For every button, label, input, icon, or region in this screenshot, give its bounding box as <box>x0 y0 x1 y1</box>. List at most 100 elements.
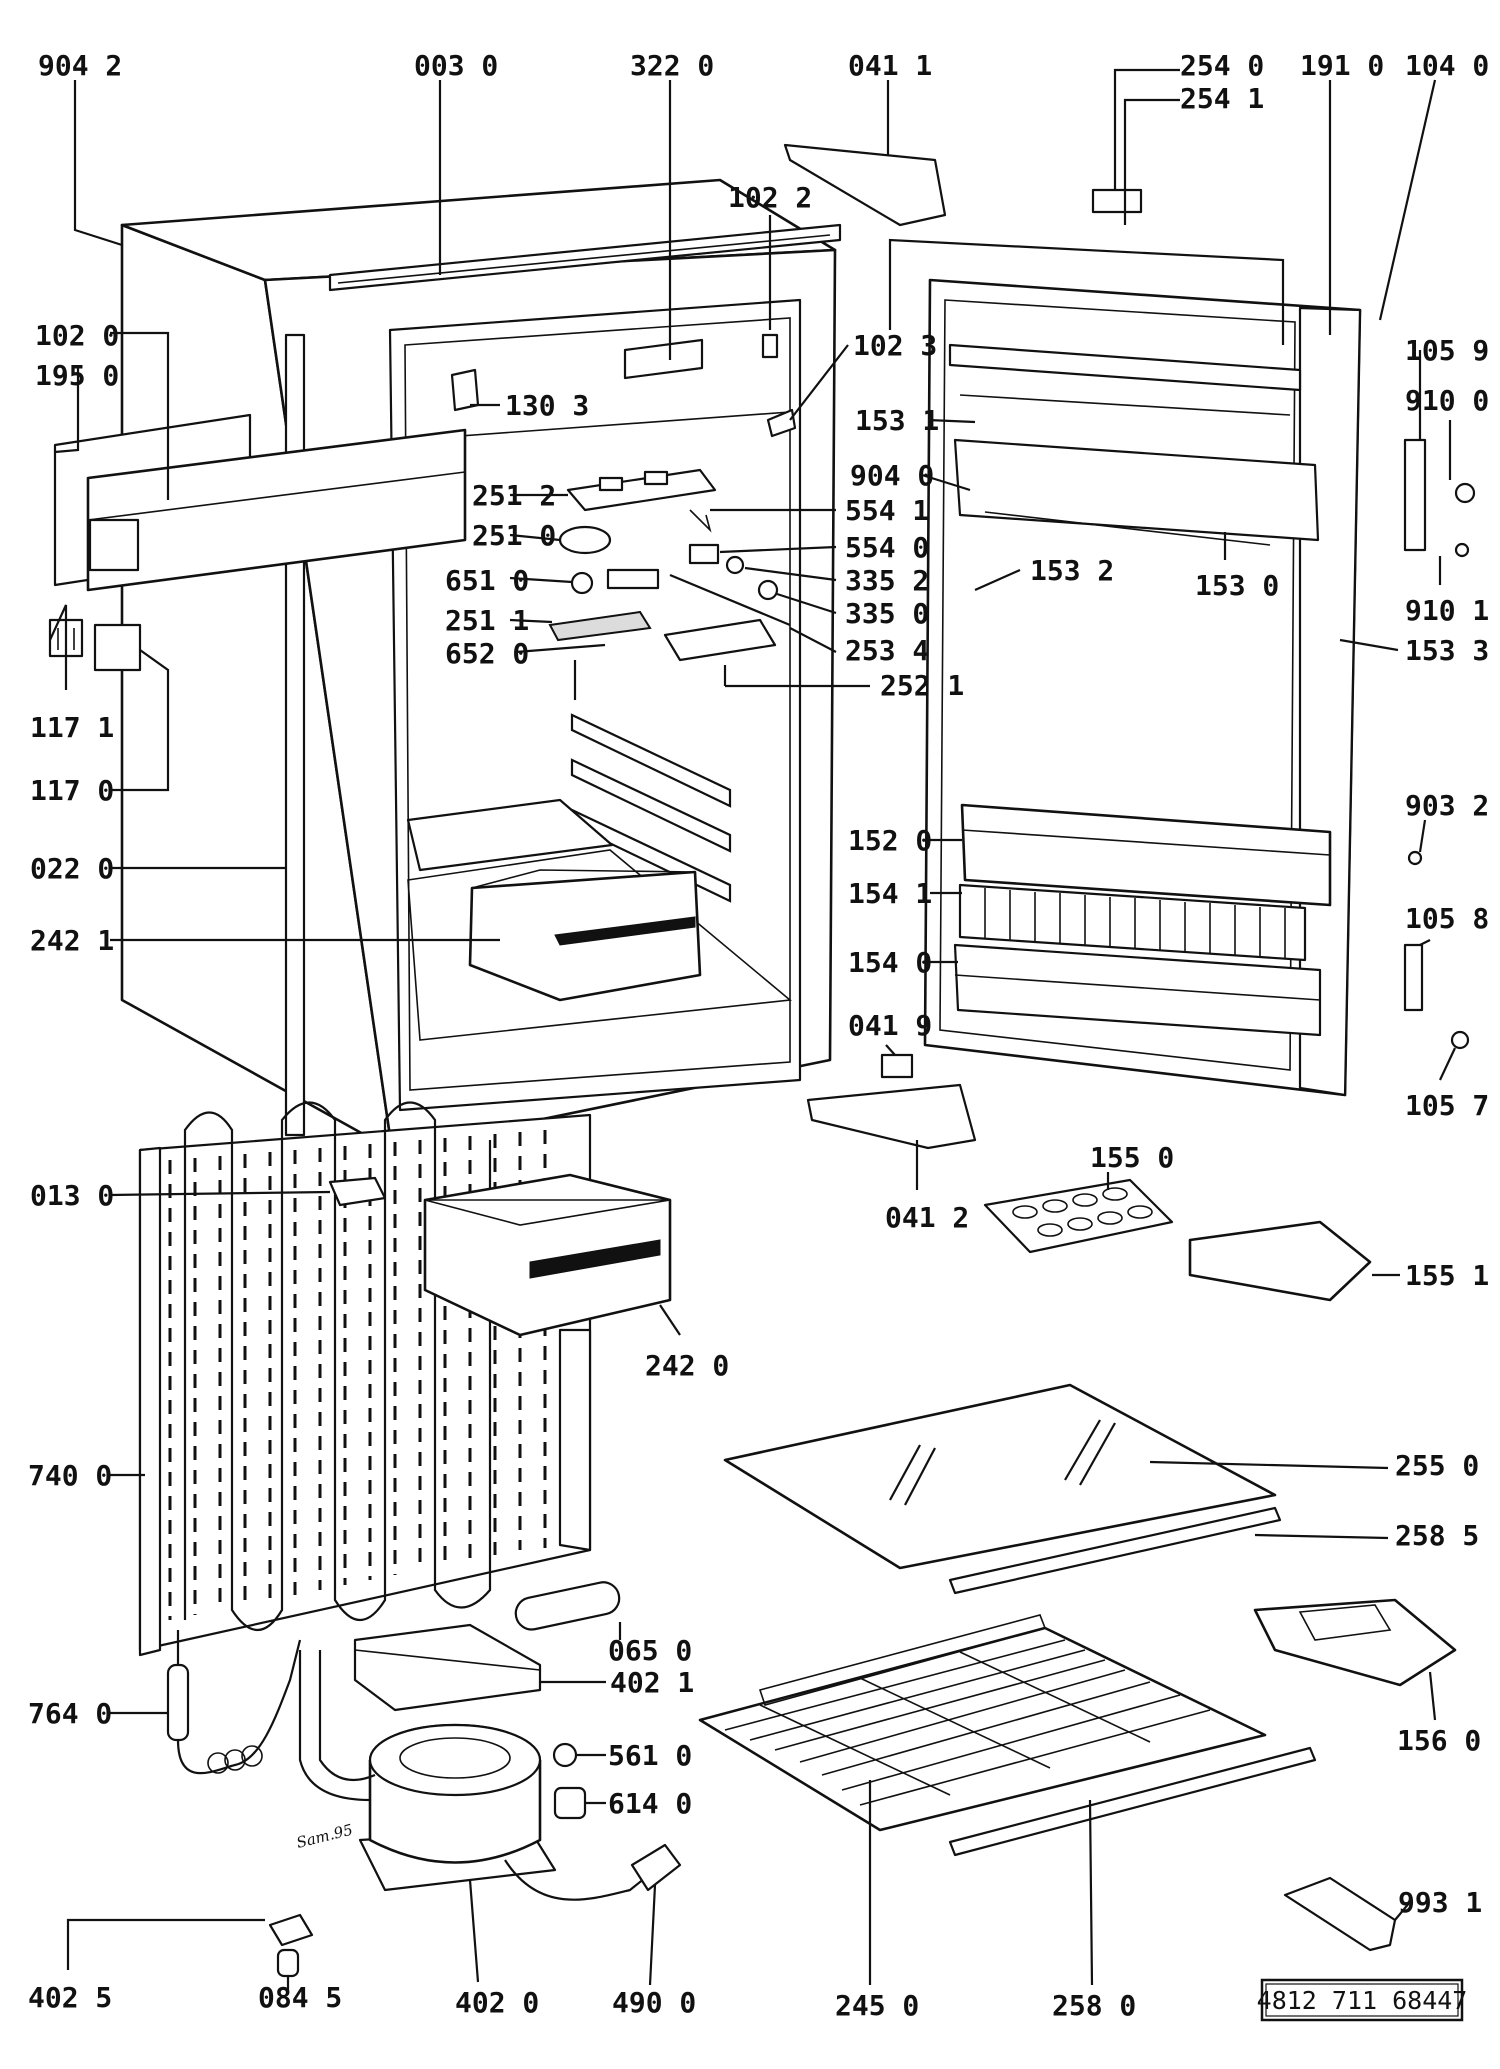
dairy-compartment <box>953 438 1320 542</box>
label-764-0: 764 0 <box>28 1697 112 1730</box>
ice-tray-156-0 <box>1253 1598 1457 1687</box>
screw-910-1 <box>1454 542 1470 558</box>
label-561-0: 561 0 <box>608 1739 692 1772</box>
label-065-0: 065 0 <box>608 1634 692 1667</box>
dial-plate-252-1 <box>663 618 777 662</box>
label-153-2: 153 2 <box>1030 554 1114 587</box>
compressor-assembly <box>268 1581 682 1978</box>
label-022-0: 022 0 <box>30 852 114 885</box>
washer-903-2 <box>1407 850 1423 866</box>
knob-335-2 <box>725 555 745 575</box>
label-904-2: 904 2 <box>38 49 122 82</box>
label-104-0: 104 0 <box>1405 49 1489 82</box>
label-245-0: 245 0 <box>835 1989 919 2022</box>
label-910-1: 910 1 <box>1405 594 1489 627</box>
label-155-0: 155 0 <box>1090 1141 1174 1174</box>
label-242-1: 242 1 <box>30 924 114 957</box>
label-254-0: 254 0 <box>1180 49 1264 82</box>
label-154-0: 154 0 <box>848 946 932 979</box>
label-255-0: 255 0 <box>1395 1449 1479 1482</box>
crisper-drawer-lower <box>423 1173 672 1337</box>
label-335-2: 335 2 <box>845 564 929 597</box>
condenser-tube <box>183 1101 492 1631</box>
dryer-filter-764-0 <box>166 1663 190 1742</box>
relay-614-0 <box>553 1786 587 1820</box>
lamp-bulb-651-0 <box>570 571 594 595</box>
crisper-cover <box>406 798 614 872</box>
label-154-1: 154 1 <box>848 877 932 910</box>
label-554-0: 554 0 <box>845 531 929 564</box>
label-105-9: 105 9 <box>1405 334 1489 367</box>
condenser-left-rail <box>138 1146 162 1657</box>
label-153-0: 153 0 <box>1195 569 1279 602</box>
label-102-2: 102 2 <box>728 181 812 214</box>
trim-strip-258-5 <box>948 1506 1282 1595</box>
label-335-0: 335 0 <box>845 597 929 630</box>
wire-shelf-rods <box>724 1639 1211 1806</box>
label-251-0: 251 0 <box>472 519 556 552</box>
label-402-5: 402 5 <box>28 1981 112 2014</box>
trim-cap-254-0 <box>1091 188 1143 214</box>
clip-013-0 <box>328 1176 387 1207</box>
label-651-0: 651 0 <box>445 564 529 597</box>
label-554-1: 554 1 <box>845 494 929 527</box>
label-251-1: 251 1 <box>445 604 529 637</box>
scraper-993-1 <box>1283 1876 1397 1952</box>
thermostat-lamp-assembly <box>548 468 791 662</box>
label-402-0: 402 0 <box>455 1986 539 2019</box>
label-322-0: 322 0 <box>630 49 714 82</box>
condenser-right-rail <box>558 1328 592 1552</box>
hinge-cover-105-9 <box>1403 438 1427 552</box>
label-258-0: 258 0 <box>1052 1989 1136 2022</box>
trim-strip-258-0 <box>948 1746 1317 1857</box>
label-195-0: 195 0 <box>35 359 119 392</box>
accessories <box>983 1178 1457 1952</box>
glass-shelf-255-0 <box>723 1383 1277 1570</box>
label-251-2: 251 2 <box>472 479 556 512</box>
label-084-5: 084 5 <box>258 1981 342 2014</box>
label-156-0: 156 0 <box>1397 1724 1481 1757</box>
power-plug-490-0 <box>630 1843 682 1892</box>
label-903-2: 903 2 <box>1405 789 1489 822</box>
rod-253-4 <box>669 573 791 627</box>
label-130-3: 130 3 <box>505 389 589 422</box>
label-191-0: 191 0 <box>1300 49 1384 82</box>
label-102-3: 102 3 <box>853 329 937 362</box>
clip-117-0 <box>93 623 142 672</box>
label-105-8: 105 8 <box>1405 902 1489 935</box>
thermostat-554-0 <box>688 543 720 565</box>
reference-number: 4812 711 68447 <box>1257 1986 1468 2015</box>
label-258-5: 258 5 <box>1395 1519 1479 1552</box>
label-117-1: 117 1 <box>30 711 114 744</box>
lamp-bulb-housing-251-0 <box>558 525 612 555</box>
label-242-0: 242 0 <box>645 1349 729 1382</box>
artist-signature: Sam.95 <box>295 1821 355 1852</box>
screw-910-0 <box>1454 482 1476 504</box>
condenser-fins <box>168 1130 547 1620</box>
label-910-0: 910 0 <box>1405 384 1489 417</box>
label-740-0: 740 0 <box>28 1459 112 1492</box>
grommet-561-0 <box>552 1742 578 1768</box>
label-402-1: 402 1 <box>610 1666 694 1699</box>
label-490-0: 490 0 <box>612 1986 696 2019</box>
label-117-0: 117 0 <box>30 774 114 807</box>
leader-lines <box>48 68 1456 1990</box>
control-housing <box>86 428 467 592</box>
egg-rack-slots <box>984 888 1286 958</box>
lamp-holder <box>606 568 660 590</box>
stud-084-5 <box>276 1948 300 1978</box>
door-shelf-154-0 <box>953 943 1322 1037</box>
label-152-0: 152 0 <box>848 824 932 857</box>
mounting-tray-402-1 <box>353 1623 542 1712</box>
egg-rack-154-1 <box>958 883 1307 962</box>
hinge-cover-105-8 <box>1403 943 1424 1012</box>
reference-number-box: 4812 711 68447 <box>1257 1978 1468 2022</box>
label-105-7: 105 7 <box>1405 1089 1489 1122</box>
knob-335-0 <box>757 579 779 601</box>
door-assembly <box>783 143 1476 1150</box>
handle-rail-191-0 <box>888 238 1285 345</box>
label-155-1: 155 1 <box>1405 1259 1489 1292</box>
label-253-4: 253 4 <box>845 634 929 667</box>
